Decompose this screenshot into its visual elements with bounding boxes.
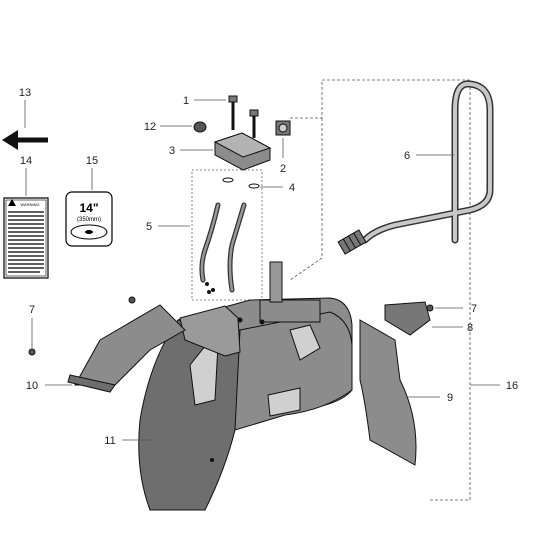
valve-block (160, 95, 291, 189)
callout-14: 14 (20, 155, 32, 167)
water-hose (337, 80, 494, 255)
callout-16: 16 (506, 380, 518, 392)
callout-10: 10 (26, 380, 38, 392)
blade-size-text: 14" (79, 201, 98, 215)
callout-1: 1 (183, 95, 189, 107)
callout-9: 9 (447, 392, 453, 404)
direction-arrow-icon (2, 100, 48, 150)
left-deflector (28, 296, 186, 393)
assembly-boundary (289, 79, 500, 501)
callout-7-right: 7 (471, 303, 477, 315)
callout-labels: 1 2 3 4 5 6 7 7 8 9 10 11 12 13 14 15 16 (19, 87, 518, 447)
callout-15: 15 (86, 155, 98, 167)
callout-8: 8 (467, 322, 473, 334)
callout-6: 6 (404, 150, 410, 162)
blade-size-metric-text: (350mm) (77, 217, 101, 223)
blade-guard (122, 261, 353, 511)
callout-7-left: 7 (29, 304, 35, 316)
water-tubes (158, 169, 263, 301)
warning-decal: WARNING (3, 168, 49, 279)
blade-size-decal: 14" (350mm) (65, 168, 113, 247)
callout-13: 13 (19, 87, 31, 99)
callout-2: 2 (280, 163, 286, 175)
callout-3: 3 (169, 145, 175, 157)
callout-12: 12 (144, 121, 156, 133)
warning-decal-heading: WARNING (20, 202, 39, 207)
callout-5: 5 (146, 221, 152, 233)
right-flap (359, 301, 463, 466)
callout-4: 4 (289, 182, 295, 194)
callout-11: 11 (104, 435, 115, 447)
